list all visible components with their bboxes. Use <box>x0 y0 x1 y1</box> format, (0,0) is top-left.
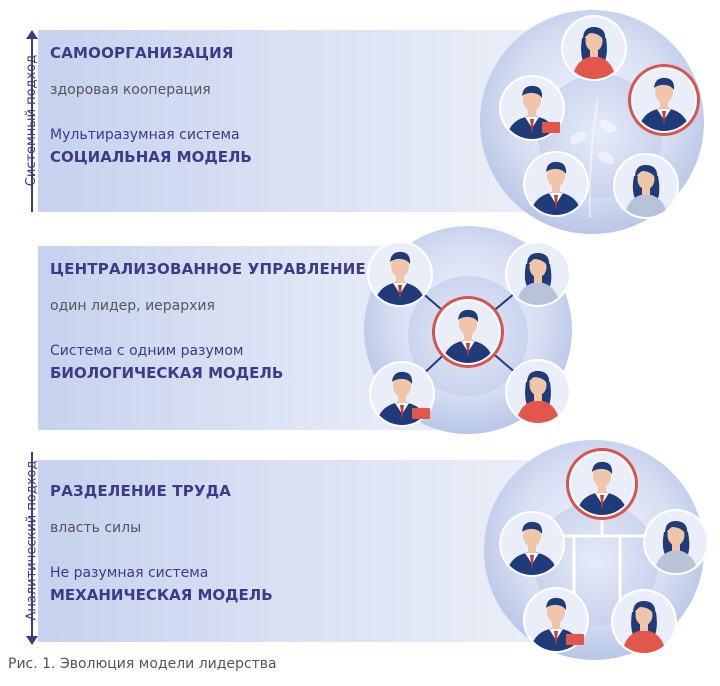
block-title: САМООРГАНИЗАЦИЯ <box>50 44 234 62</box>
block-title: ЦЕНТРАЛИЗОВАННОЕ УПРАВЛЕНИЕ <box>50 260 366 278</box>
avatar-man-laptop <box>369 361 435 428</box>
mechanical-model-illustration <box>484 440 715 660</box>
axis-line-bottom <box>31 452 33 638</box>
block-self-organization: САМООРГАНИЗАЦИЯ здоровая кооперация Муль… <box>50 44 252 168</box>
block-title: РАЗДЕЛЕНИЕ ТРУДА <box>50 482 232 500</box>
figure-caption: Рис. 1. Эволюция модели лидерства <box>8 656 277 672</box>
axis-line-top <box>31 34 33 212</box>
block-centralized: ЦЕНТРАЛИЗОВАННОЕ УПРАВЛЕНИЕ один лидер, … <box>50 260 366 384</box>
social-model-illustration <box>480 10 704 234</box>
system-label: Мультиразумная система <box>50 127 240 143</box>
system-label: Не разумная система <box>50 565 209 581</box>
block-subtitle: здоровая кооперация <box>50 82 211 98</box>
avatar-man-highlight <box>628 64 700 136</box>
block-subtitle: один лидер, иерархия <box>50 298 215 314</box>
system-label: Система с одним разумом <box>50 343 244 359</box>
block-division-of-labor: РАЗДЕЛЕНИЕ ТРУДА власть силы Не разумная… <box>50 482 273 606</box>
avatar-leader <box>432 296 504 368</box>
block-system: Мультиразумная система СОЦИАЛЬНАЯ МОДЕЛЬ <box>50 124 252 168</box>
arrow-up-icon <box>26 30 38 39</box>
model-label: МЕХАНИЧЕСКАЯ МОДЕЛЬ <box>50 586 273 604</box>
arrow-down-icon <box>26 636 38 645</box>
model-label: СОЦИАЛЬНАЯ МОДЕЛЬ <box>50 148 252 166</box>
avatar-man-laptop <box>523 587 589 654</box>
biological-model-illustration <box>364 226 572 434</box>
block-system: Не разумная система МЕХАНИЧЕСКАЯ МОДЕЛЬ <box>50 562 273 606</box>
block-system: Система с одним разумом БИОЛОГИЧЕСКАЯ МО… <box>50 340 366 384</box>
model-label: БИОЛОГИЧЕСКАЯ МОДЕЛЬ <box>50 364 284 382</box>
avatar-leader <box>566 448 638 520</box>
block-subtitle: власть силы <box>50 520 142 536</box>
